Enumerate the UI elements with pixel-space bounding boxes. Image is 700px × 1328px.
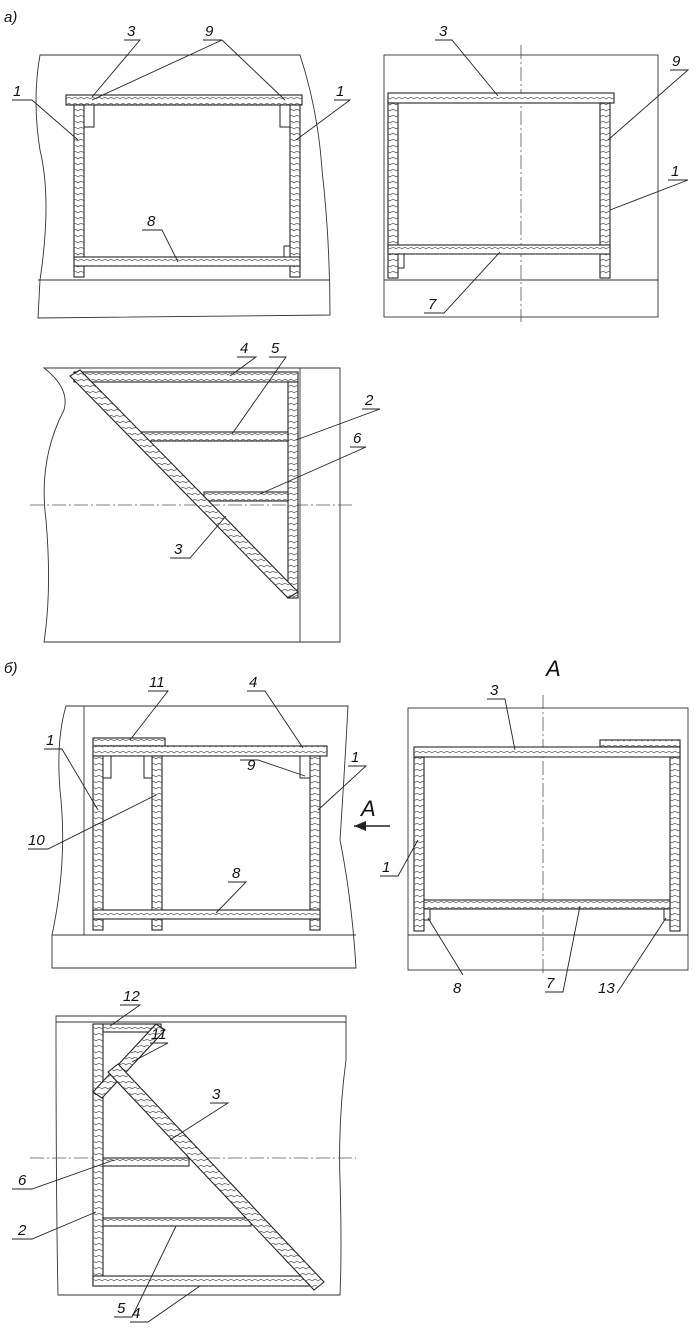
b-plan-view: 12 11 3 6 2 5 4 xyxy=(12,988,356,1323)
label-1-left: 1 xyxy=(46,732,54,749)
label-10: 10 xyxy=(28,832,45,849)
label-8: 8 xyxy=(453,980,462,997)
label-1: 1 xyxy=(671,163,679,180)
arrow-a-label: А xyxy=(359,796,376,821)
label-9: 9 xyxy=(672,53,681,70)
label-5: 5 xyxy=(117,1300,126,1317)
label-1: 1 xyxy=(382,859,390,876)
label-1-right: 1 xyxy=(336,83,344,100)
label-6: 6 xyxy=(353,430,362,447)
label-3: 3 xyxy=(127,23,136,40)
a-side-view: 3 9 1 7 xyxy=(383,23,690,322)
label-8: 8 xyxy=(147,213,156,230)
label-8: 8 xyxy=(232,865,241,882)
label-5: 5 xyxy=(271,340,280,357)
section-a-label: а) xyxy=(4,9,17,26)
label-12: 12 xyxy=(123,988,140,1005)
label-1-left: 1 xyxy=(13,83,21,100)
label-13: 13 xyxy=(598,980,615,997)
view-a-label: А xyxy=(544,656,561,681)
label-9: 9 xyxy=(247,757,256,774)
a-plan-view: 4 5 2 6 3 xyxy=(30,340,381,643)
label-3: 3 xyxy=(212,1086,221,1103)
label-3: 3 xyxy=(490,682,499,699)
label-11: 11 xyxy=(149,674,165,691)
label-11: 11 xyxy=(151,1026,167,1043)
label-4: 4 xyxy=(249,674,257,691)
label-3: 3 xyxy=(439,23,448,40)
label-2: 2 xyxy=(364,392,374,409)
label-4: 4 xyxy=(132,1305,140,1322)
label-2: 2 xyxy=(17,1222,27,1239)
label-7: 7 xyxy=(428,296,437,313)
label-9: 9 xyxy=(205,23,214,40)
label-7: 7 xyxy=(546,975,555,992)
label-4: 4 xyxy=(240,340,248,357)
b-side-view: 3 1 8 7 13 xyxy=(380,682,689,997)
a-front-view: 3 9 1 1 8 xyxy=(12,23,352,319)
label-6: 6 xyxy=(18,1172,27,1189)
label-3: 3 xyxy=(174,541,183,558)
section-b-label: б) xyxy=(4,660,17,677)
label-1-right: 1 xyxy=(351,749,359,766)
b-front-view: А 11 4 1 1 9 10 8 xyxy=(28,674,390,969)
